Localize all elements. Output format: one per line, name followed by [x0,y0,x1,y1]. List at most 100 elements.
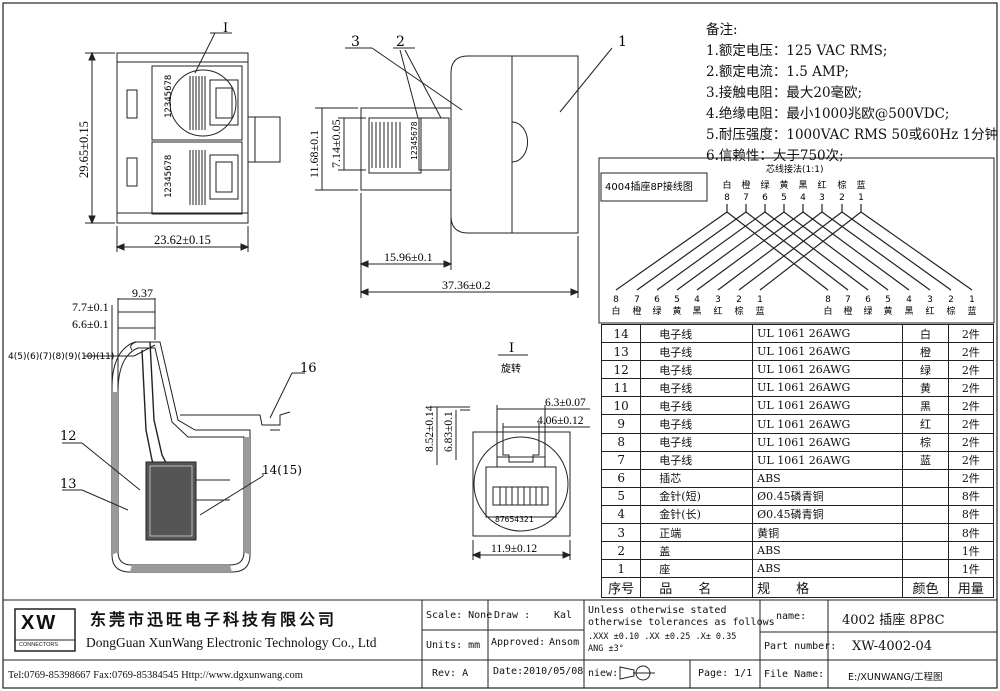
bom-item-name: 插芯 [640,468,754,488]
bom-item-name: 电子线 [640,323,754,344]
wire-left-number: 8 [613,295,619,305]
callout-4-11: 4(5)(6)(7)(8)(9)(10)(11) [8,352,114,362]
bom-item-color: 白 [902,323,949,344]
bom-header-color: 颜色 [902,577,949,599]
bom-item-spec: ABS [752,468,904,488]
section-dim-mid: 7.7±0.1 [72,300,109,314]
wire [717,211,823,291]
bom-item-qty: 8件 [947,504,995,525]
bom-item-color: 橙 [902,342,949,362]
bom-item-name: 电子线 [640,378,754,398]
wire-top-number: 3 [819,193,825,203]
wire-right-number: 8 [825,295,831,305]
front-view-label: I [223,21,228,36]
wire-right-color: 黄 [883,305,892,317]
detail-dim-1: 6.3±0.07 [545,397,586,409]
bom-item-color: 蓝 [902,450,949,470]
bom-item-qty: 2件 [947,468,995,488]
wire-top-number: 8 [724,193,730,203]
front-view [85,32,281,252]
wire-left-color: 棕 [734,305,743,317]
part-number-label: Part number: [764,641,837,652]
detail-dim-3: 8.52±0.14 [424,405,436,452]
side-inner-height-dim: 7.14±0.05 [329,119,343,168]
company-name-en: DongGuan XunWang Electronic Technology C… [86,635,377,650]
part-number: XW-4002-04 [852,639,933,654]
tolerance-line-3: .XXX ±0.10 .XX ±0.25 .X± 0.35 [588,632,737,642]
detail-pin-order: 87654321 [495,515,534,524]
bom-item-number: 1 [600,559,642,579]
bom-item-qty: 8件 [947,523,995,543]
bom-item-color: 红 [902,414,949,434]
bom-item-name: 金针(长) [640,504,754,525]
bom-item-spec: Ø0.45磷青铜 [752,504,904,525]
wire-top-number: 4 [800,193,806,203]
note-4: 4.绝缘电阻：最小1000兆欧@500VDC; [706,106,950,122]
wire-right-color: 白 [823,305,832,317]
wire-right-number: 4 [906,295,912,305]
wire-right-color: 绿 [863,305,872,317]
wire-right-number: 5 [885,295,891,305]
approved-value: Ansom [549,637,580,648]
wire-top-color: 棕 [837,179,846,191]
bom-header-qty: 用量 [947,577,995,599]
bom-item-spec: UL 1061 26AWG [752,323,904,344]
front-width-dim: 23.62±0.15 [154,233,211,247]
title-block-grid [3,600,997,688]
wire [726,211,829,291]
side-length-dim: 37.36±0.2 [442,278,491,292]
wire-right-color: 蓝 [967,305,976,317]
bom-header-name: 品 名 [640,577,754,599]
bom-item-qty: 1件 [947,559,995,579]
note-3: 3.接触电阻：最大20毫欧; [706,85,863,101]
wire-top-number: 2 [839,193,845,203]
tolerance-line-4: ANG ±3° [588,644,624,654]
name-label: name: [776,611,807,622]
bom-item-number: 8 [600,432,642,452]
wire-right-number: 1 [969,295,975,305]
wire-top-color: 蓝 [856,179,865,191]
spec-notes: 备注: 1.额定电压：125 VAC RMS; 2.额定电流：1.5 AMP; … [706,20,998,167]
wire-top-color: 绿 [760,179,769,191]
bom-item-spec: UL 1061 26AWG [752,378,904,398]
revision: Rev: A [432,668,469,679]
bom-item-spec: UL 1061 26AWG [752,396,904,416]
front-height-dim: 29.65±0.15 [77,121,91,178]
detail-caption: 旋转 [501,362,521,375]
detail-label: I [509,341,514,356]
bom-item-qty: 8件 [947,486,995,506]
bom-item-number: 6 [600,468,642,488]
bom-item-spec: Ø0.45磷青铜 [752,486,904,506]
wire-left-number: 1 [757,295,763,305]
bom-item-color [902,504,949,525]
wire [783,211,889,291]
bom-item-spec: UL 1061 26AWG [752,414,904,434]
bom-item-qty: 2件 [947,414,995,434]
wire-left-number: 7 [634,295,640,305]
bom-item-number: 3 [600,523,642,543]
wire-right-color: 橙 [843,305,852,317]
callout-2: 2 [396,34,405,50]
bom-item-color [902,541,949,561]
bom-item-name: 电子线 [640,450,754,470]
wire-top-number: 1 [858,193,864,203]
wire [696,211,804,291]
draw-value: Kal [554,610,573,621]
wire-top-color: 橙 [741,179,750,191]
notes-title: 备注: [706,22,738,38]
wire [802,211,910,291]
bom-item-name: 盖 [640,541,754,561]
wire-top-color: 黄 [779,179,788,191]
bom-item-color [902,486,949,506]
bom-item-number: 10 [600,396,642,416]
wiring-title: 芯线接法(1:1) [766,163,824,175]
callout-12: 12 [60,429,77,444]
